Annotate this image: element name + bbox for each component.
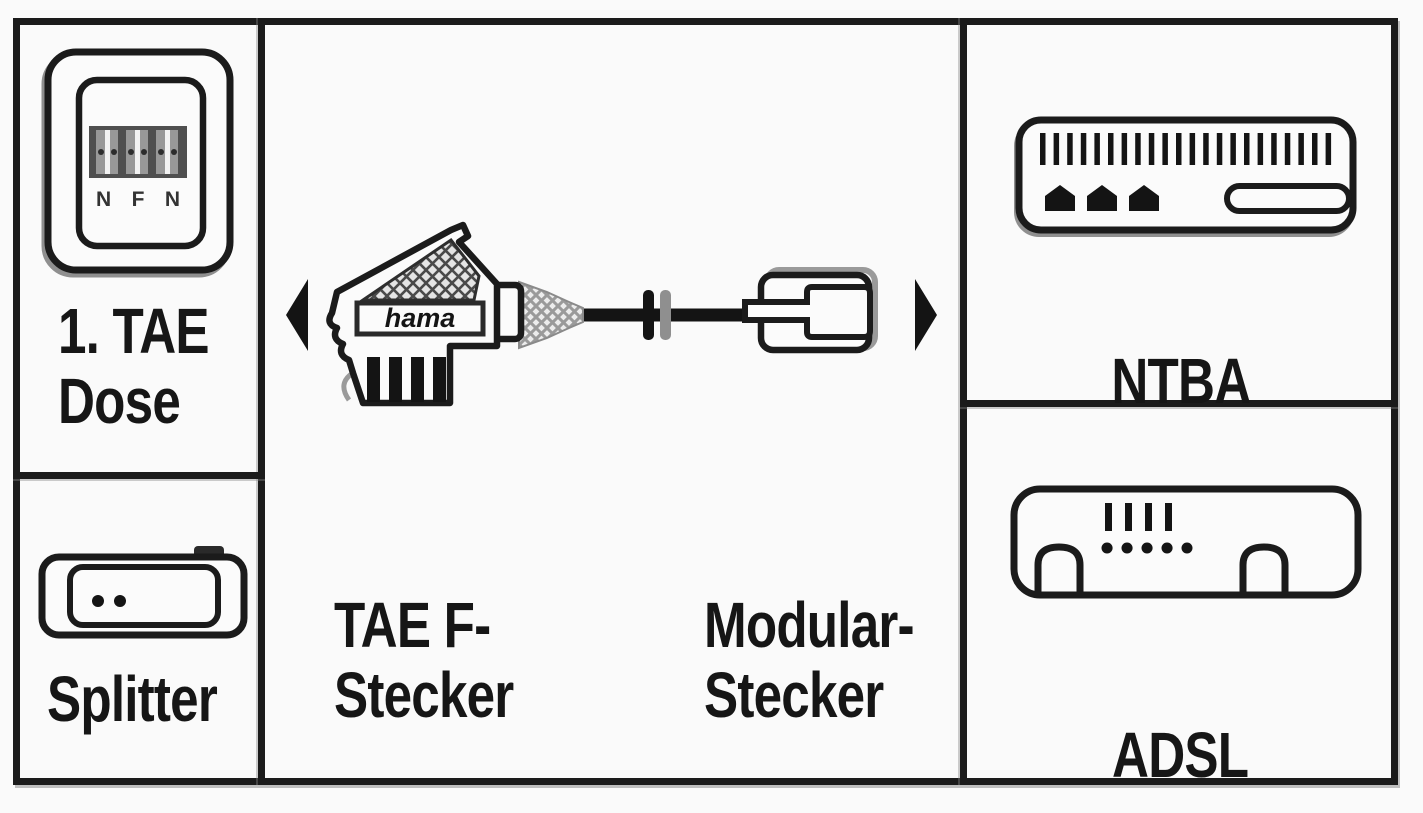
divider-left-cells: [13, 472, 265, 479]
brand-plate: [354, 300, 486, 337]
splitter-label: Splitter: [47, 663, 218, 735]
adsl-icon: [1010, 485, 1362, 599]
ferrite-bead: [643, 290, 654, 340]
ntba-icon: [1014, 116, 1357, 237]
ntba-label: NTBA: [1111, 345, 1251, 417]
tae-f-stecker-label: TAE F- Stecker: [334, 589, 514, 731]
divider-left-column: [258, 18, 265, 785]
left-arrow-icon: [286, 279, 308, 351]
adsl-port-right: [1239, 543, 1289, 595]
splitter-icon: [38, 546, 248, 639]
ntba-connectors: [1045, 185, 1159, 211]
tae-f-plug-icon: hama: [326, 221, 501, 407]
adsl-port-left: [1034, 543, 1084, 595]
connection-cable-illustration: hama: [286, 221, 937, 407]
modular-stecker-label: Modular- Stecker: [704, 589, 915, 731]
right-arrow-icon: [915, 279, 937, 351]
divider-right-cells: [960, 400, 1398, 407]
tae-socket-icon: N F N: [41, 48, 234, 278]
socket-code-letters: N F N: [96, 188, 180, 211]
adsl-label: ADSL: [1112, 719, 1249, 791]
plug-hatch-panel: [358, 237, 481, 302]
hama-logo: hama: [385, 303, 456, 333]
ferrite-bead-shadow: [660, 290, 671, 340]
cable-strain-relief: [518, 280, 584, 350]
ntba-slot: [1224, 183, 1352, 214]
modular-plug-icon: [742, 267, 878, 354]
tae-dose-label: 1. TAE Dose: [58, 295, 210, 437]
